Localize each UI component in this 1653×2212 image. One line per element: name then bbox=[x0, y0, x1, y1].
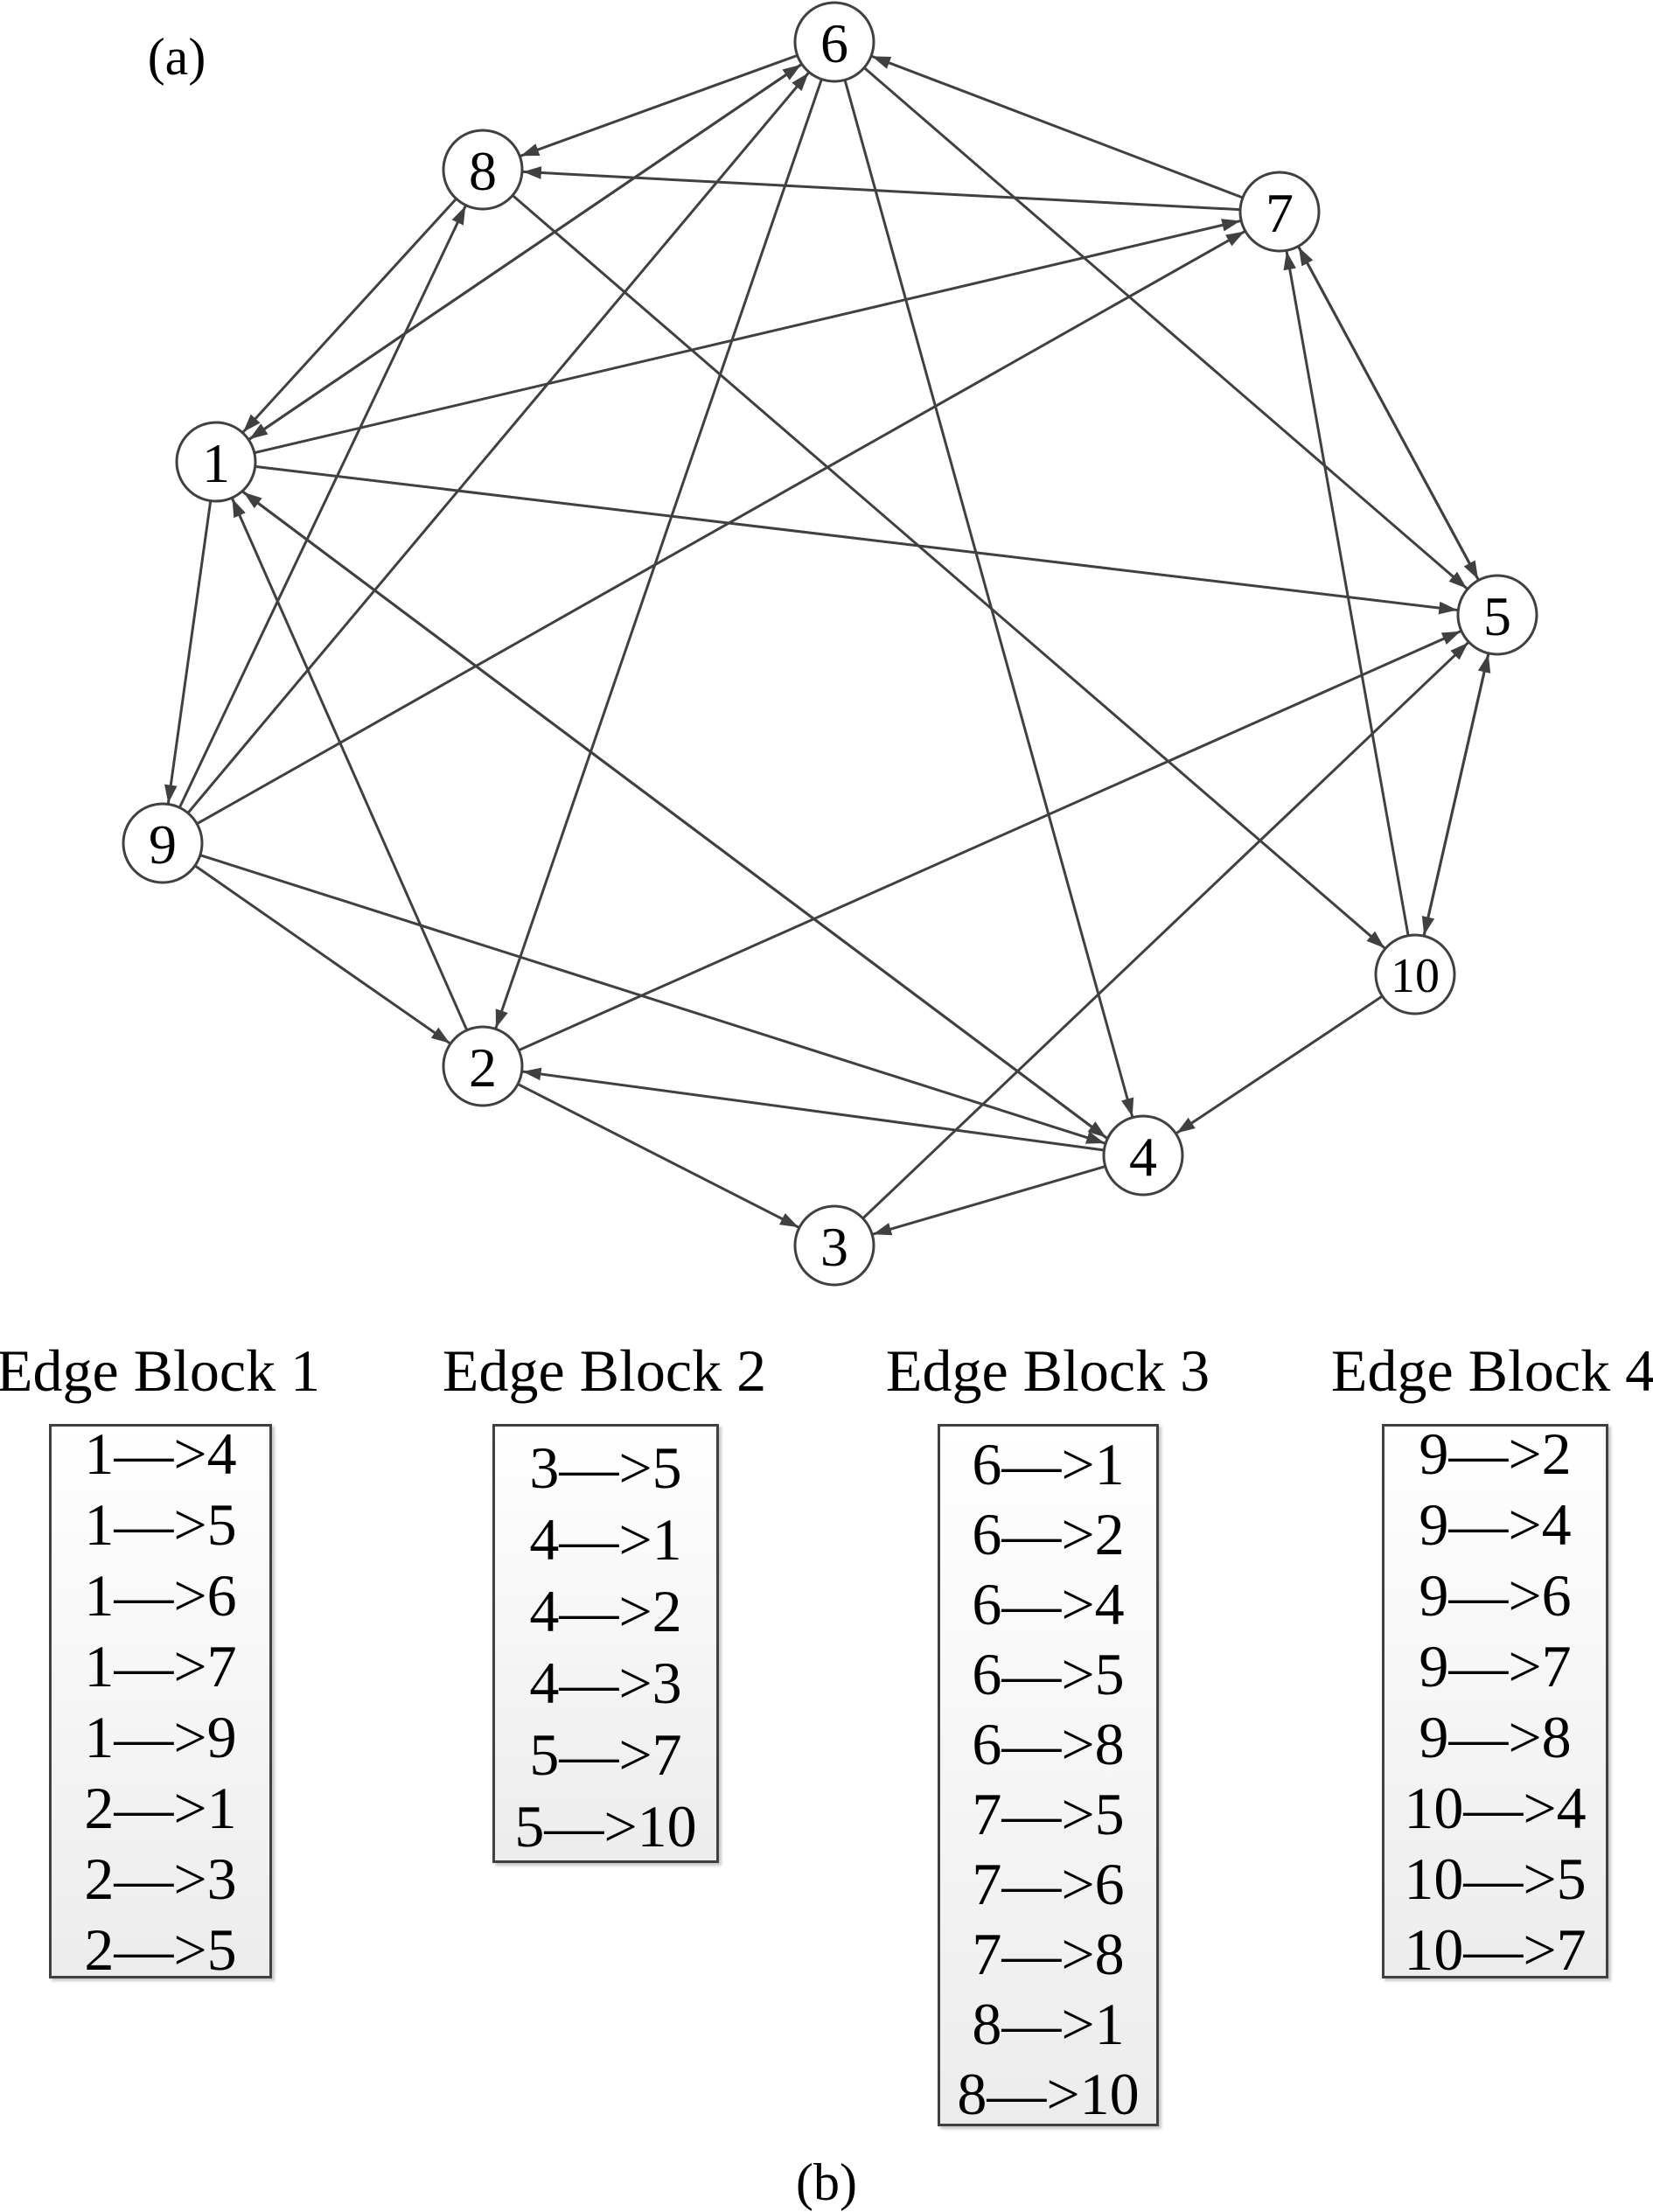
node-label: 4 bbox=[1129, 1126, 1157, 1188]
edge-6-to-4 bbox=[843, 79, 1134, 1118]
edge-entry: 4—>3 bbox=[529, 1650, 682, 1716]
edge-6-to-5 bbox=[863, 66, 1468, 590]
edge-entry: 9—>7 bbox=[1419, 1633, 1572, 1699]
edge-6-to-8 bbox=[520, 53, 799, 157]
node-label: 2 bbox=[469, 1036, 497, 1099]
node-3 bbox=[793, 1204, 875, 1287]
edge-entry: 8—>1 bbox=[972, 1991, 1125, 2057]
node-label: 1 bbox=[202, 432, 230, 494]
node-9 bbox=[122, 802, 204, 884]
edge-10-to-7 bbox=[1283, 251, 1410, 936]
edge-entry: 2—>5 bbox=[84, 1916, 237, 1983]
edge-7-to-8 bbox=[522, 166, 1241, 212]
edge-10-to-5 bbox=[1422, 653, 1491, 937]
edge-1-to-7 bbox=[254, 219, 1241, 455]
edge-entry: 7—>5 bbox=[972, 1781, 1125, 1847]
edge-entry: 1—>5 bbox=[84, 1491, 237, 1558]
edge-entry: 4—>1 bbox=[529, 1506, 682, 1573]
edge-10-to-4 bbox=[1175, 994, 1384, 1134]
edge-9-to-6 bbox=[186, 72, 810, 814]
node-1 bbox=[175, 421, 257, 503]
edge-4-to-2 bbox=[522, 1067, 1105, 1152]
edge-9-to-7 bbox=[196, 230, 1245, 826]
edge-entry: 7—>8 bbox=[972, 1921, 1125, 1987]
node-label: 3 bbox=[820, 1216, 848, 1278]
edge-2-to-5 bbox=[518, 630, 1461, 1052]
node-label: 6 bbox=[820, 12, 848, 74]
edge-entry: 4—>2 bbox=[529, 1578, 682, 1644]
node-6 bbox=[793, 1, 875, 83]
edge-entry: 9—>6 bbox=[1419, 1562, 1572, 1629]
edge-6-to-1 bbox=[248, 63, 803, 441]
edge-entry: 9—>8 bbox=[1419, 1704, 1572, 1770]
edge-entry: 6—>2 bbox=[972, 1501, 1125, 1567]
edge-9-to-8 bbox=[178, 205, 467, 809]
panel-a-label: (a) bbox=[147, 28, 206, 86]
edge-block-title: Edge Block 1 bbox=[0, 1337, 321, 1404]
edge-4-to-3 bbox=[872, 1165, 1106, 1236]
edge-entry: 5—>10 bbox=[514, 1793, 697, 1860]
node-5 bbox=[1456, 574, 1538, 656]
edge-7-to-5 bbox=[1297, 245, 1480, 581]
node-label: 5 bbox=[1483, 585, 1511, 647]
edge-entry: 10—>4 bbox=[1404, 1775, 1587, 1841]
edge-entry: 6—>8 bbox=[972, 1711, 1125, 1777]
edge-9-to-2 bbox=[194, 864, 451, 1044]
edge-2-to-3 bbox=[517, 1083, 799, 1229]
edge-entry: 6—>4 bbox=[972, 1571, 1125, 1637]
edge-1-to-9 bbox=[164, 500, 213, 804]
node-8 bbox=[442, 129, 524, 211]
edge-block-title: Edge Block 4 bbox=[1330, 1337, 1653, 1404]
edge-entry: 10—>7 bbox=[1404, 1916, 1587, 1983]
node-label: 10 bbox=[1391, 949, 1440, 1003]
edge-entry: 9—>2 bbox=[1419, 1420, 1572, 1487]
edge-3-to-5 bbox=[861, 641, 1469, 1220]
edge-entry: 10—>5 bbox=[1404, 1846, 1587, 1912]
edge-8-to-1 bbox=[241, 198, 457, 434]
edge-entry: 8—>10 bbox=[957, 2061, 1140, 2127]
edge-entry: 1—>7 bbox=[84, 1633, 237, 1699]
edge-entry: 6—>5 bbox=[972, 1641, 1125, 1707]
edge-entry: 2—>3 bbox=[84, 1846, 237, 1912]
edge-entry: 6—>1 bbox=[972, 1431, 1125, 1497]
edge-entry: 1—>4 bbox=[84, 1420, 237, 1487]
edge-entry: 5—>7 bbox=[529, 1721, 682, 1788]
node-10 bbox=[1374, 933, 1456, 1015]
node-2 bbox=[442, 1025, 524, 1107]
edge-entry: 3—>5 bbox=[529, 1434, 682, 1501]
edge-entry: 1—>6 bbox=[84, 1562, 237, 1629]
edge-entry: 7—>6 bbox=[972, 1851, 1125, 1917]
node-label: 7 bbox=[1266, 182, 1294, 244]
edge-2-to-1 bbox=[231, 498, 469, 1031]
edge-7-to-6 bbox=[871, 54, 1244, 199]
node-7 bbox=[1238, 171, 1321, 253]
edge-entry: 2—>1 bbox=[84, 1775, 237, 1841]
directed-graph bbox=[122, 1, 1538, 1287]
edge-6-to-2 bbox=[494, 79, 823, 1029]
edge-8-to-10 bbox=[512, 194, 1386, 950]
node-4 bbox=[1102, 1114, 1184, 1197]
node-label: 8 bbox=[469, 140, 497, 202]
panel-b-label: (b) bbox=[796, 2153, 857, 2211]
edge-block-title: Edge Block 2 bbox=[442, 1337, 767, 1404]
edge-entry: 1—>9 bbox=[84, 1704, 237, 1770]
edge-1-to-5 bbox=[255, 464, 1458, 615]
edge-9-to-4 bbox=[199, 854, 1105, 1145]
edge-block-title: Edge Block 3 bbox=[885, 1337, 1210, 1404]
edge-entry: 9—>4 bbox=[1419, 1491, 1572, 1558]
node-label: 9 bbox=[149, 813, 177, 876]
edge-4-to-1 bbox=[242, 491, 1108, 1140]
